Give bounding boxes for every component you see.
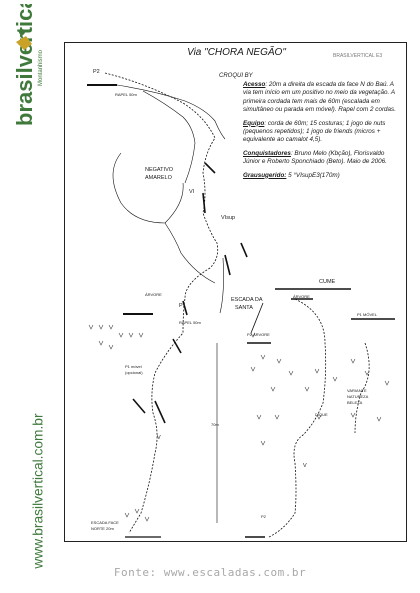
label-santa: SANTA xyxy=(235,305,253,311)
label-natureza: NATUREZA xyxy=(347,394,369,399)
source-footer[interactable]: Fonte: www.escaladas.com.br xyxy=(113,566,307,579)
acesso-label: Acesso xyxy=(243,81,266,88)
label-beleza: BELEZA xyxy=(347,400,363,405)
route-line-left xyxy=(104,72,219,534)
label-p2-arvore: P2 ÁRVORE xyxy=(247,332,270,337)
brand-tagline: Montanhismo xyxy=(38,49,44,86)
label-opcional: (opcional) xyxy=(125,370,143,375)
upper-rock-outline xyxy=(112,84,226,314)
label-escada-face: ESCADA FACE xyxy=(91,520,119,525)
label-variante: VARIANTE xyxy=(347,388,367,393)
label-escada-da: ESCADA DA xyxy=(231,297,263,303)
label-p1-movel-left: P1 móvel xyxy=(125,364,142,369)
topo-frame: Via "CHORA NEGÃO" xyxy=(64,42,407,542)
label-norte: NORTE 20m xyxy=(91,526,114,531)
site-url-text[interactable]: www.brasilvertical.com.br xyxy=(31,413,46,570)
label-p1: P1 xyxy=(179,303,186,309)
equipo-label: Equipo xyxy=(243,119,265,127)
acesso-text: : 20m a direita da escada da face N do B… xyxy=(243,81,396,114)
route-diagram xyxy=(87,72,395,538)
grau-text: 5 °VIsupE3(170m) xyxy=(288,171,340,179)
route-line-right xyxy=(268,298,370,538)
brand-sidebar: brasilvertical Montanhismo www.brasilver… xyxy=(0,0,60,593)
label-vi: VI xyxy=(189,189,195,195)
brand-name: brasilvertical xyxy=(12,4,37,126)
grau-label: Grausugerido: xyxy=(243,171,287,179)
label-amarelo: AMARELO xyxy=(145,175,172,181)
label-v-left: V xyxy=(157,435,161,441)
label-dique: DIQUE xyxy=(315,412,328,417)
label-meters: 70m xyxy=(211,422,219,427)
label-cume: CUME xyxy=(319,279,336,285)
topo-stamp: BRASILVERTICAL E3 xyxy=(333,53,383,59)
conquistadores-label: Conquistadores xyxy=(243,149,291,157)
brand-logo: brasilvertical Montanhismo xyxy=(12,4,44,126)
climber-icon xyxy=(16,29,32,50)
route-info: Acesso: 20m a direita da escada da face … xyxy=(243,81,403,185)
site-url[interactable]: www.brasilvertical.com.br xyxy=(26,350,48,580)
label-p2-bottom: P2 xyxy=(261,514,266,519)
label-rapel-mid: RAPEL 50m xyxy=(179,320,201,325)
label-visup: VIsup xyxy=(221,215,236,221)
vegetation-right xyxy=(250,332,390,446)
topo-credit: CROQUI BY xyxy=(219,73,253,79)
crack-segments xyxy=(132,162,248,424)
label-rapel-top: RAPEL 50m xyxy=(115,92,137,97)
vegetation-left xyxy=(88,324,150,522)
label-p1-movel-right: P1 MÓVEL xyxy=(357,312,378,317)
label-p2-top: P2 xyxy=(93,69,100,75)
label-arvore-left: ÁRVORE xyxy=(145,292,162,297)
label-v-right: V xyxy=(303,463,307,469)
right-diagram-lines xyxy=(245,288,395,538)
conquistadores-text: : Bruno Melo (Kbção), Florisvaldo Júnior… xyxy=(243,149,387,166)
label-arvore-right: ÁRVORE xyxy=(293,294,310,299)
topo-title: Via "CHORA NEGÃO" xyxy=(187,47,286,58)
label-negativo: NEGATIVO xyxy=(145,167,174,173)
equipo-text: : corda de 60m; 15 costuras; 1 jogo de n… xyxy=(243,119,386,144)
